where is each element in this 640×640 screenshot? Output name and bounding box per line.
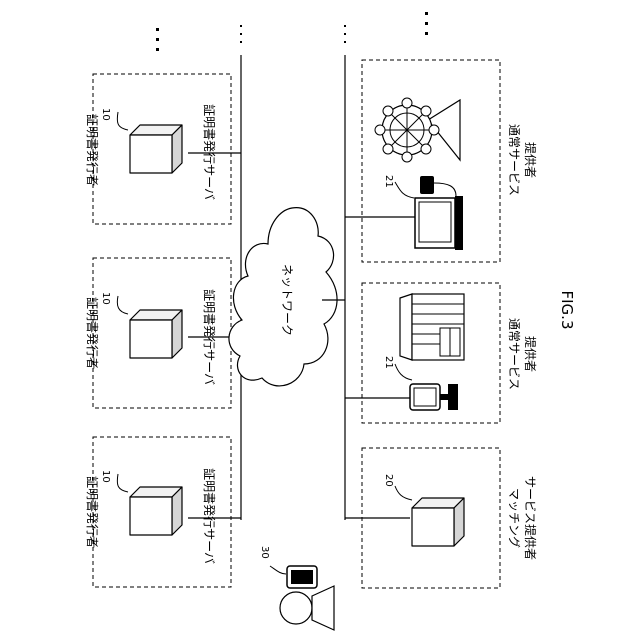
bus-dot xyxy=(240,33,242,35)
figure-caption: FIG.3 xyxy=(558,291,576,330)
bus-dot xyxy=(344,41,346,43)
user-with-phone-icon: 30 xyxy=(259,546,334,630)
continuation-dots-right xyxy=(425,12,428,35)
issuer-ref-number: 10 xyxy=(100,108,111,121)
issuer-group-bottom: 証明書発行者 10 証明書発行サーバ xyxy=(85,437,231,587)
bus-dot xyxy=(240,41,242,43)
issuer-server-label: 証明書発行サーバ xyxy=(202,468,216,564)
person-head xyxy=(280,592,312,624)
provider-ref-number: 20 xyxy=(383,474,394,487)
bus-dot xyxy=(344,33,346,35)
server-cube-icon xyxy=(130,125,182,173)
network-cloud: ネットワーク xyxy=(229,208,337,386)
issuer-role-label: 証明書発行者 xyxy=(85,114,99,186)
server-cube-icon xyxy=(412,498,464,546)
provider-role-line1: 通常サービス xyxy=(507,318,521,390)
network-label: ネットワーク xyxy=(280,264,294,336)
provider-bus xyxy=(322,25,415,520)
bus-dot xyxy=(240,25,242,27)
pos-terminal-icon xyxy=(410,384,458,410)
issuer-role-label: 証明書発行者 xyxy=(85,297,99,369)
provider-role-line2: サービス提供者 xyxy=(523,476,538,560)
issuer-role-label: 証明書発行者 xyxy=(85,476,99,548)
person-body xyxy=(312,586,334,630)
issuer-server-label: 証明書発行サーバ xyxy=(202,104,216,200)
server-cube-icon xyxy=(130,487,182,535)
provider-ref-number: 21 xyxy=(383,356,394,369)
bus-dot xyxy=(344,25,346,27)
server-cube-icon xyxy=(130,310,182,358)
issuer-ref-number: 10 xyxy=(100,292,111,305)
shop-icon xyxy=(400,294,464,360)
provider-role-line2: 提供者 xyxy=(523,142,538,178)
issuer-ref-number: 10 xyxy=(100,470,111,483)
issuer-group-top: 証明書発行者 10 証明書発行サーバ xyxy=(85,74,231,224)
continuation-dots-left xyxy=(156,28,159,51)
pos-terminal-icon xyxy=(415,176,463,250)
provider-role-line2: 提供者 xyxy=(523,336,538,372)
ferris-wheel-icon xyxy=(375,98,460,162)
provider-ref-number: 21 xyxy=(383,175,394,188)
issuer-group-middle: 証明書発行者 10 証明書発行サーバ xyxy=(85,258,231,408)
user-ref-number: 30 xyxy=(259,546,270,559)
provider-group-middle: 21 通常サービス 提供者 xyxy=(362,283,538,423)
provider-role-line1: マッチング xyxy=(507,488,521,548)
provider-role-line1: 通常サービス xyxy=(507,124,521,196)
provider-group-top: 21 通常サービス 提供者 xyxy=(362,60,538,262)
